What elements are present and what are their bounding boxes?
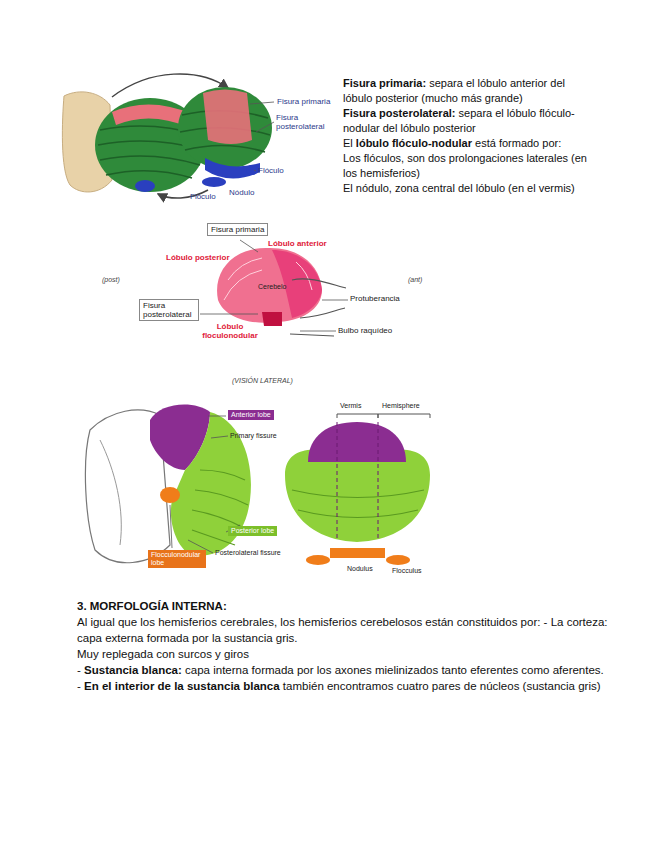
body-text: El [343, 137, 353, 149]
diagram-label: Nodulus [347, 565, 373, 573]
box-text: Posterior lobe [231, 527, 274, 534]
bold-term: Fisura primaria: [343, 77, 426, 89]
label-box: Fisura posterolateral [139, 299, 199, 321]
paragraph: El nódulo, zona central del lóbulo (en e… [343, 181, 591, 196]
body-text: también encontramos cuatro pares de núcl… [283, 680, 601, 692]
body-text: Los flóculos, son dos prolongaciones lat… [343, 152, 587, 179]
diagram-label: Hemisphere [382, 402, 420, 410]
bold-term: En el interior de la sustancia blanca [84, 680, 280, 692]
diagram-label: Lóbulo floculonodular [202, 322, 258, 340]
body-text: El nódulo, zona central del lóbulo (en e… [343, 182, 575, 194]
diagram-label: Lóbulo anterior [268, 239, 327, 248]
label-box: Posterior lobe [228, 526, 277, 536]
paragraph: Ellóbulo flóculo-nodularestá formado por… [343, 136, 591, 151]
diagram-label: Posterolateral fissure [215, 549, 281, 557]
body-text: - [77, 664, 81, 676]
box-text: Fisura primaria [211, 225, 264, 234]
body-text: - [77, 680, 81, 692]
body-text: Muy replegada con surcos y giros [77, 648, 249, 660]
bold-term: Fisura posterolateral: [343, 107, 455, 119]
paragraph: Fisura primaria:separa el lóbulo anterio… [343, 76, 591, 106]
lobes-illustration [85, 404, 430, 565]
diagram-label: (ant) [408, 276, 422, 284]
diagram-label: Fisura posterolateral [276, 113, 330, 131]
label-box: Flocculonodular lobe [148, 550, 206, 568]
diagram-label: Fisura primaria [277, 97, 330, 106]
box-text: Flocculonodular lobe [151, 551, 200, 566]
body-text: está formado por: [475, 137, 561, 149]
body-text: Al igual que los hemisferios cerebrales,… [77, 616, 608, 644]
diagram-label: Flocculus [392, 567, 422, 575]
label-box: Anterior lobe [228, 410, 274, 420]
diagram-label: Cerebelo [258, 283, 286, 291]
text-column: Fisura primaria:separa el lóbulo anterio… [343, 76, 591, 196]
diagram-label: Nódulo [229, 188, 254, 197]
diagram-label: Protuberancia [350, 294, 400, 303]
bold-term: 3. MORFOLOGÍA INTERNA: [77, 600, 227, 612]
bold-term: lóbulo flóculo-nodular [356, 137, 472, 149]
box-text: Anterior lobe [231, 411, 271, 418]
paragraph: Los flóculos, son dos prolongaciones lat… [343, 151, 591, 181]
text-column: 3. MORFOLOGÍA INTERNA: Al igual que los h… [77, 598, 622, 694]
paragraph: Fisura posterolateral:separa el lóbulo f… [343, 106, 591, 136]
diagram-label: (post) [102, 276, 120, 284]
body-text: capa interna formada por los axones miel… [185, 664, 604, 676]
diagram-label: Vermis [340, 402, 361, 410]
diagram-label: Lóbulo posterior [166, 253, 230, 262]
box-text: Fisura posterolateral [143, 301, 191, 319]
diagram-label: Primary fissure [230, 432, 277, 440]
paragraph: Al igual que los hemisferios cerebrales,… [77, 614, 622, 646]
label-box: Fisura primaria [207, 223, 268, 236]
paragraph: 3. MORFOLOGÍA INTERNA: [77, 598, 622, 614]
paragraph: Muy replegada con surcos y giros [77, 646, 622, 662]
diagram-label: Flóculo [190, 192, 216, 201]
top-illustration [62, 74, 274, 202]
paragraph: -En el interior de la sustancia blancata… [77, 678, 622, 694]
diagram-label: Bulbo raquídeo [338, 326, 392, 335]
bold-term: Sustancia blanca: [84, 664, 182, 676]
diagram-label: (VISIÓN LATERAL) [232, 377, 293, 385]
paragraph: -Sustancia blanca:capa interna formada p… [77, 662, 622, 678]
diagram-label: Flóculo [258, 166, 284, 175]
